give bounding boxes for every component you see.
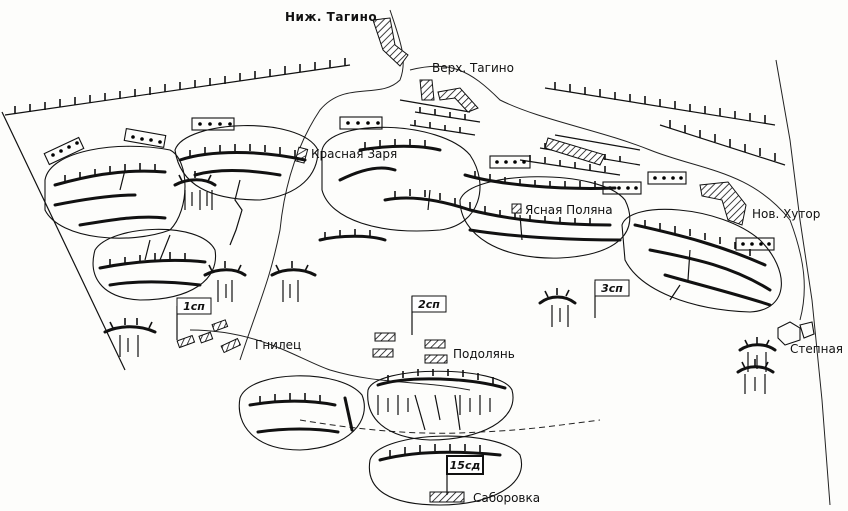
village-podolyan-block-3 bbox=[424, 339, 446, 349]
unit-flag-1sp bbox=[176, 297, 212, 340]
village-podolyan-block-4 bbox=[424, 354, 448, 364]
unit-label-1sp: 1сп bbox=[183, 300, 205, 313]
place-label-nizh-tagino: Ниж. Тагино bbox=[285, 10, 377, 24]
unit-label-15sd: 15сд bbox=[450, 459, 481, 472]
northern-defense-lines bbox=[4, 58, 786, 176]
zone-south-2 bbox=[367, 370, 514, 441]
unit-flag-2sp bbox=[411, 295, 447, 335]
stream-north bbox=[239, 9, 404, 361]
zone-center-north bbox=[321, 126, 481, 232]
defense-line-center bbox=[399, 99, 481, 136]
trench bbox=[318, 234, 387, 242]
village-stepnaya-block bbox=[777, 321, 815, 346]
unit-flag-15sd bbox=[446, 455, 484, 495]
weapon-symbols bbox=[119, 169, 767, 431]
zone-west-2 bbox=[174, 125, 319, 201]
place-label-stepnaya: Степная bbox=[790, 342, 843, 356]
trench bbox=[78, 215, 167, 227]
artillery-box bbox=[647, 171, 687, 185]
trench bbox=[53, 193, 137, 207]
trench bbox=[98, 258, 207, 270]
village-verkh-tagino-block-2 bbox=[437, 87, 479, 113]
left-map-border bbox=[1, 111, 126, 371]
trench bbox=[338, 166, 397, 182]
trench bbox=[108, 280, 202, 287]
artillery-box bbox=[489, 155, 531, 169]
trench bbox=[378, 450, 502, 462]
place-label-podolyan: Подолянь bbox=[453, 347, 515, 361]
trench bbox=[376, 377, 507, 390]
trench bbox=[193, 169, 282, 177]
zone-east bbox=[621, 208, 782, 313]
road-lower bbox=[299, 419, 601, 434]
trench-lines bbox=[53, 144, 777, 462]
defense-zones bbox=[44, 125, 782, 506]
trench-ticks bbox=[64, 139, 770, 457]
trench bbox=[648, 248, 772, 292]
artillery-box bbox=[43, 136, 85, 166]
village-nov-khutor-block bbox=[699, 181, 747, 226]
trench bbox=[103, 325, 157, 334]
village-gnilets-block-4 bbox=[211, 319, 229, 332]
terrain bbox=[1, 9, 831, 506]
defense-line-center-ticks bbox=[414, 107, 466, 133]
trench bbox=[270, 268, 317, 277]
place-label-nov-khutor: Нов. Хутор bbox=[752, 207, 820, 221]
defense-line-ne-ticks bbox=[554, 82, 766, 123]
trench bbox=[248, 399, 337, 407]
village-gnilets-block-3 bbox=[220, 337, 242, 354]
trench bbox=[358, 144, 442, 152]
village-gnilets-block-2 bbox=[198, 331, 214, 344]
trench bbox=[383, 196, 612, 227]
defense-line-east-ticks bbox=[669, 120, 776, 161]
place-label-krasnaya-zarya: Красная Заря bbox=[311, 147, 397, 161]
trench bbox=[203, 268, 247, 277]
zone-west-3 bbox=[92, 228, 217, 301]
village-gnilets-block-1 bbox=[176, 334, 196, 349]
zone-south-1 bbox=[238, 375, 365, 451]
trench bbox=[738, 343, 777, 352]
trench bbox=[736, 365, 775, 374]
defense-line-nw bbox=[4, 64, 351, 116]
artillery-box bbox=[191, 117, 235, 131]
trench bbox=[463, 173, 617, 190]
village-nizh-tagino-block bbox=[372, 17, 409, 67]
road-south bbox=[189, 329, 471, 391]
zone-south-3 bbox=[368, 435, 523, 506]
trench bbox=[256, 427, 340, 434]
village-mid-block bbox=[544, 137, 606, 166]
trench bbox=[343, 396, 354, 432]
unit-label-3sp: 3сп bbox=[601, 282, 623, 295]
place-label-verkh-tagino: Верх. Тагино bbox=[432, 61, 514, 75]
place-label-gnilets: Гнилец bbox=[255, 338, 301, 352]
unit-label-2sp: 2сп bbox=[418, 298, 440, 311]
artillery-box bbox=[735, 237, 775, 251]
unit-flag-3sp bbox=[594, 279, 630, 318]
zone-center-east bbox=[459, 176, 631, 259]
unit-flags bbox=[176, 279, 630, 495]
trench bbox=[178, 151, 307, 162]
trench bbox=[633, 223, 767, 267]
artillery-positions bbox=[43, 116, 775, 251]
zone-west-1 bbox=[44, 145, 186, 239]
trench bbox=[468, 228, 622, 242]
village-podolyan-block-2 bbox=[372, 348, 394, 358]
place-label-yasnaya-polyana: Ясная Поляна bbox=[525, 203, 613, 217]
defense-line-east bbox=[659, 124, 786, 166]
trench bbox=[53, 169, 167, 187]
trench bbox=[538, 295, 577, 305]
trench bbox=[663, 273, 772, 307]
artillery-box bbox=[123, 127, 167, 149]
defense-line-nw-ticks bbox=[14, 58, 346, 114]
village-verkh-tagino-block-1 bbox=[419, 79, 435, 101]
village-podolyan-block-1 bbox=[374, 332, 396, 342]
right-river bbox=[775, 59, 831, 506]
place-label-saborovka: Саборовка bbox=[473, 491, 540, 505]
village-yasnaya-polyana-block bbox=[511, 203, 522, 214]
stream-east bbox=[409, 65, 805, 321]
trench bbox=[173, 178, 217, 187]
